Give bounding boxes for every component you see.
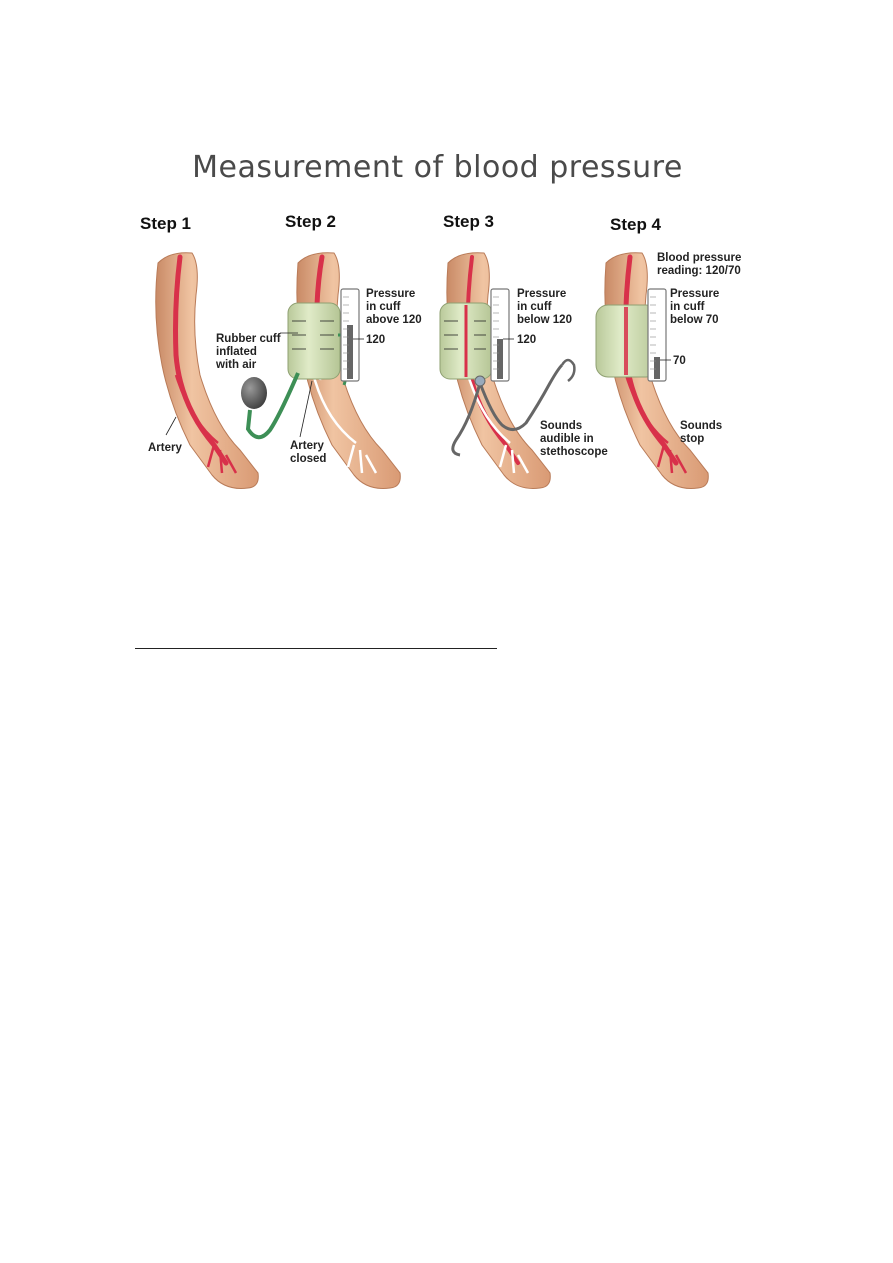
footnote-separator: [135, 648, 497, 649]
step-4-pressure-line-2: in cuff: [670, 301, 705, 313]
step-2-cuff-line-1: Rubber cuff: [216, 333, 281, 345]
step-1-artery-label: Artery: [148, 442, 182, 454]
stethoscope-icon: [451, 363, 564, 457]
step-2-panel: Step 2: [215, 212, 422, 489]
step-4-reading-line-2: reading: 120/70: [657, 265, 741, 277]
step-2-cuff-line-2: inflated: [216, 346, 257, 358]
step-1-artery: [173, 254, 229, 466]
step-3-pressure-line-3: below 120: [517, 314, 572, 326]
step-4-arm: [595, 252, 709, 489]
step-4-panel: Step 4 Blood pressure reading: 120/70 70…: [595, 215, 741, 489]
step-2-gauge-mark: 120: [366, 334, 385, 346]
step-4-gauge-mark: 70: [673, 355, 686, 367]
step-3-panel: Step 3: [439, 212, 608, 489]
step-3-gauge-mark: 120: [517, 334, 536, 346]
step-2-arm: [287, 252, 401, 489]
step-3-sounds-line-3: stethoscope: [540, 446, 608, 458]
step-4-sounds-line-2: stop: [680, 433, 704, 445]
step-2-tube: [245, 372, 300, 440]
step-4-gauge: 70: [647, 288, 686, 382]
page-title: Measurement of blood pressure: [192, 150, 683, 185]
step-2-artery-line-1: Artery: [290, 440, 324, 452]
step-4-pressure-line-1: Pressure: [670, 288, 719, 300]
step-4-sounds-line-1: Sounds: [680, 420, 722, 432]
step-3-sounds-line-2: audible in: [540, 433, 594, 445]
bulb-icon: [241, 377, 267, 409]
step-2-pressure-line-3: above 120: [366, 314, 422, 326]
step-3-pressure-line-2: in cuff: [517, 301, 552, 313]
step-4-reading-line-1: Blood pressure: [657, 252, 741, 264]
step-2-label: Step 2: [285, 212, 336, 231]
step-3-pressure-line-1: Pressure: [517, 288, 566, 300]
step-1-arm: [155, 252, 259, 489]
step-1-panel: Step 1 Artery: [140, 214, 259, 489]
step-2-artery-line-2: closed: [290, 453, 326, 465]
step-2-cuff-line-3: with air: [215, 359, 257, 371]
step-2-cuff: [287, 302, 341, 380]
step-2-pressure-line-2: in cuff: [366, 301, 401, 313]
step-3-sounds-line-1: Sounds: [540, 420, 582, 432]
step-3-gauge: 120: [490, 288, 536, 382]
step-1-label: Step 1: [140, 214, 191, 233]
blood-pressure-diagram: Step 1 Artery Step 2: [140, 212, 741, 489]
step-2-pressure-line-1: Pressure: [366, 288, 415, 300]
step-4-pressure-line-3: below 70: [670, 314, 719, 326]
step-4-label: Step 4: [610, 215, 662, 234]
step-2-gauge: 120: [340, 288, 385, 382]
step-3-label: Step 3: [443, 212, 494, 231]
